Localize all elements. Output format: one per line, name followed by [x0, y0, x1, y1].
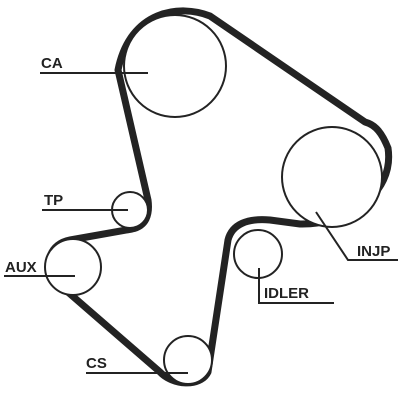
cs-label: CS	[86, 355, 107, 372]
injp-label: INJP	[357, 243, 390, 260]
aux-pulley	[44, 238, 102, 296]
cs-pulley	[163, 335, 213, 385]
aux-label: AUX	[5, 259, 37, 276]
idler-label: IDLER	[264, 285, 309, 302]
injp-pulley	[281, 126, 383, 228]
ca-pulley	[123, 14, 227, 118]
ca-label: CA	[41, 55, 63, 72]
tp-label: TP	[44, 192, 63, 209]
injp-leader	[315, 211, 398, 261]
idler-leader	[258, 268, 334, 304]
